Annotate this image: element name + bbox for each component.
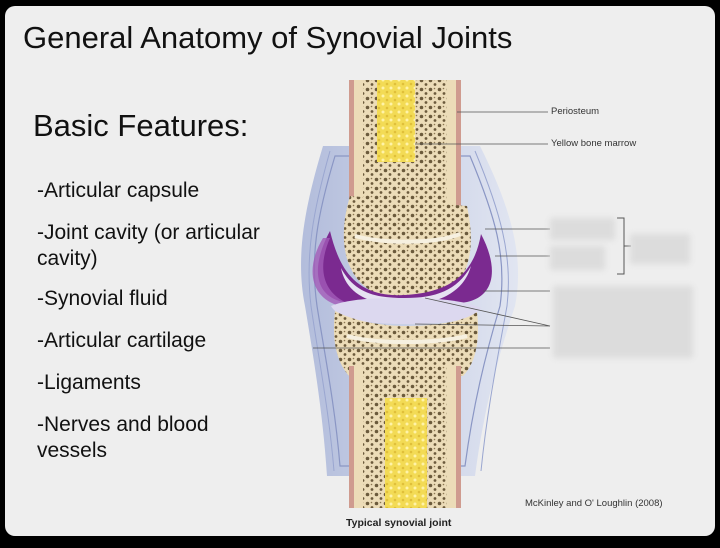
articular-cartilage-upper [341, 266, 471, 306]
feature-articular-capsule: -Articular capsule [37, 179, 200, 202]
label-periosteum: Periosteum [551, 106, 600, 117]
hidden-label-1 [550, 218, 615, 240]
slide: General Anatomy of Synovial Joints Basic… [5, 6, 715, 536]
slide-subtitle: Basic Features: [33, 108, 249, 143]
label-yellow-marrow: Yellow bone marrow [551, 138, 637, 149]
hidden-label-2 [550, 246, 605, 270]
periosteum-right [456, 80, 461, 250]
yellow-marrow-lower [385, 398, 427, 508]
feature-ligaments: -Ligaments [37, 371, 141, 394]
diagram-caption: Typical synovial joint [346, 517, 452, 529]
feature-nerves-vessels: -Nerves and blood vessels [37, 413, 209, 462]
yellow-marrow-upper [377, 80, 415, 162]
periosteum-left [349, 80, 354, 250]
feature-synovial-fluid: -Synovial fluid [37, 287, 168, 310]
bracket [617, 217, 631, 275]
synovial-joint-diagram [301, 80, 631, 508]
upper-bone-head [343, 196, 471, 302]
articular-cartilage-lower [331, 298, 481, 324]
feature-joint-cavity: -Joint cavity (or articular cavity) [37, 221, 260, 270]
hidden-label-4 [553, 286, 693, 358]
slide-title: General Anatomy of Synovial Joints [23, 20, 513, 55]
feature-articular-cartilage: -Articular cartilage [37, 329, 207, 352]
features-list: -Articular capsule -Joint cavity (or art… [37, 178, 277, 480]
credit: McKinley and O' Loughlin (2008) [525, 498, 663, 509]
joint-cavity [317, 231, 492, 307]
hidden-label-3 [630, 234, 690, 264]
